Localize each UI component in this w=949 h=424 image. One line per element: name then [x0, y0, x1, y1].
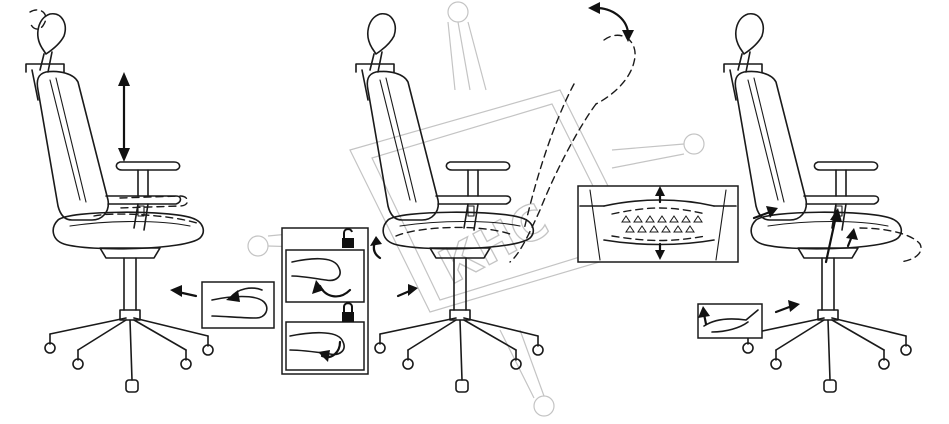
tilt-lock-inset: [281, 227, 369, 375]
armrest-lever-inset: [201, 281, 275, 329]
lumbar-inset: [577, 185, 739, 263]
height-lever-inset: [697, 303, 763, 339]
lumbar-mesh: [621, 215, 703, 233]
lock-icon: [342, 302, 354, 322]
double-arrow-icon: [655, 186, 665, 260]
rotate-arrow-icon: [588, 2, 634, 42]
panel-backrest-tilt-lock: [281, 2, 636, 393]
double-arrow-icon: [118, 72, 130, 162]
unlock-icon: [342, 228, 354, 248]
panel-lumbar-support: [577, 12, 922, 393]
panel-armrest-height: [25, 9, 275, 393]
